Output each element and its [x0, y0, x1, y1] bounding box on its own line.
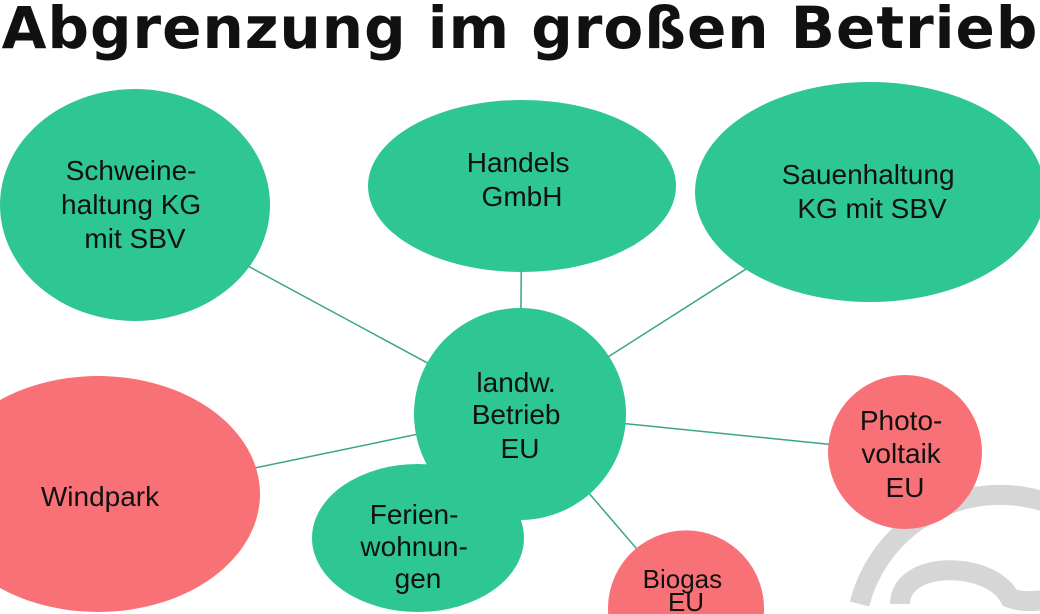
node-biogas: [608, 530, 764, 614]
watermark-logo: [849, 484, 1040, 612]
label-ferienwohnungen: Ferien- wohnun- gen: [359, 499, 475, 594]
label-biogas: Biogas EU: [643, 564, 730, 614]
node-photovoltaik: [828, 375, 982, 529]
node-schweinehaltung: [0, 89, 270, 321]
node-handels: [368, 100, 676, 272]
label-windpark: Windpark: [41, 481, 160, 512]
node-ferienwohnungen: [312, 464, 524, 612]
label-sauenhaltung: Sauenhaltung KG mit SBV: [782, 159, 963, 224]
label-handels: Handels GmbH: [467, 147, 578, 212]
label-center: landw. Betrieb EU: [472, 367, 569, 464]
label-photovoltaik: Photo- voltaik EU: [860, 405, 950, 503]
label-schweinehaltung: Schweine- haltung KG mit SBV: [61, 155, 209, 254]
node-windpark: [0, 376, 260, 612]
page-title: Abgrenzung im großen Betrieb: [1, 0, 1039, 62]
node-sauenhaltung: [695, 82, 1040, 302]
node-center: [414, 308, 626, 520]
